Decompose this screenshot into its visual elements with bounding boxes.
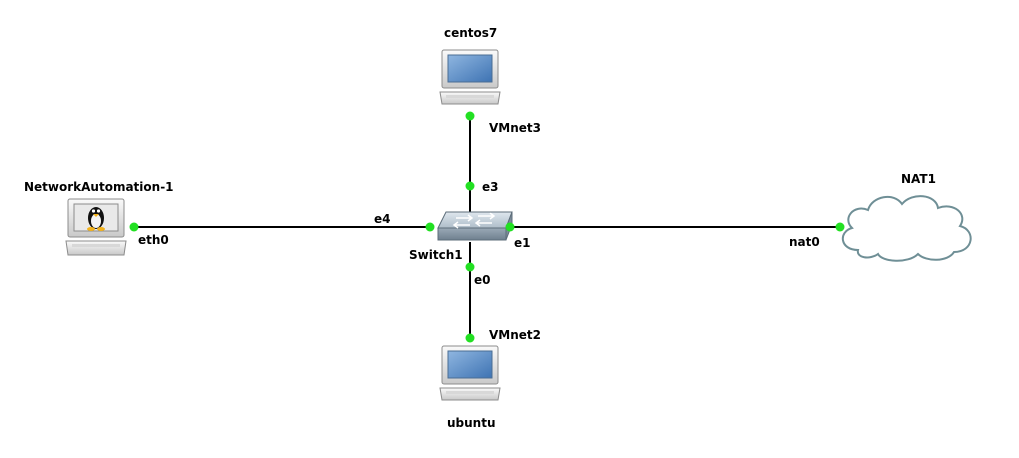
node-label-networkautomation-1: NetworkAutomation-1: [24, 180, 174, 194]
port-dot-switch1-e0[interactable]: [465, 262, 475, 272]
port-dot-switch1-e4[interactable]: [425, 222, 435, 232]
port-label-e1: e1: [514, 236, 531, 250]
port-dots-layer: [129, 111, 845, 343]
node-label-centos7: centos7: [444, 26, 498, 40]
port-label-e4: e4: [374, 212, 391, 226]
linux-tux-icon: [87, 207, 105, 231]
node-label-switch1: Switch1: [409, 248, 463, 262]
node-label-ubuntu: ubuntu: [447, 416, 496, 430]
port-dot-switch1-e1[interactable]: [505, 222, 515, 232]
node-label-nat1: NAT1: [901, 172, 936, 186]
port-dot-centos7-vmnet3[interactable]: [465, 111, 475, 121]
port-dot-switch1-e3[interactable]: [465, 181, 475, 191]
port-dot-networkautomation-eth0[interactable]: [129, 222, 139, 232]
centos7-node-icon[interactable]: [439, 49, 501, 105]
port-label-nat0: nat0: [789, 235, 820, 249]
nat1-cloud-icon[interactable]: [842, 195, 972, 262]
port-dot-nat1-nat0[interactable]: [835, 222, 845, 232]
ubuntu-node-icon[interactable]: [439, 345, 501, 401]
port-label-vmnet3: VMnet3: [489, 121, 541, 135]
networkautomation-node-icon[interactable]: [65, 198, 127, 256]
port-label-e0: e0: [474, 273, 491, 287]
port-label-e3: e3: [482, 180, 499, 194]
port-dot-ubuntu-vmnet2[interactable]: [465, 333, 475, 343]
port-label-vmnet2: VMnet2: [489, 328, 541, 342]
port-label-eth0: eth0: [138, 233, 169, 247]
links-layer: [134, 116, 840, 338]
switch1-node-icon[interactable]: [437, 211, 513, 241]
